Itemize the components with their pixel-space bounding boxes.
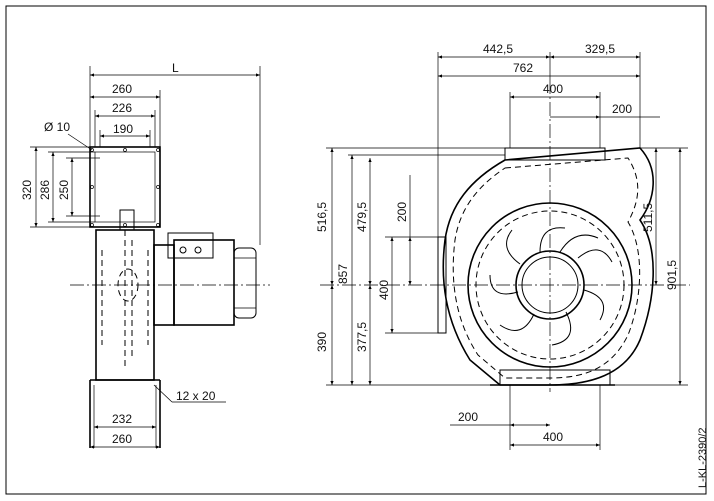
- foot-holes-label: 12 x 20: [176, 389, 216, 403]
- dim-outlet-200: 200: [612, 102, 632, 116]
- drawing-frame: [5, 5, 707, 495]
- dim-762: 762: [513, 61, 533, 75]
- front-view: 442,5 329,5 762 400 200 516,5 390 857 47…: [315, 42, 690, 450]
- dim-516-5: 516,5: [315, 202, 329, 232]
- dim-260-top: 260: [112, 82, 132, 96]
- dim-190: 190: [113, 122, 133, 136]
- dim-390: 390: [315, 332, 329, 352]
- dim-857: 857: [336, 264, 350, 284]
- dim-442-5: 442,5: [483, 42, 513, 56]
- dim-377-5: 377,5: [355, 322, 369, 352]
- dim-L: L: [172, 61, 179, 75]
- dim-hole-diameter: Ø 10: [44, 120, 70, 134]
- dim-250: 250: [57, 180, 71, 200]
- dim-511-5: 511,5: [641, 203, 655, 232]
- dim-479-5: 479,5: [355, 202, 369, 232]
- dim-226: 226: [112, 101, 132, 115]
- dim-200-vert: 200: [395, 202, 409, 222]
- dim-base-260: 260: [112, 432, 132, 446]
- dim-400-vert: 400: [377, 280, 391, 300]
- dim-901-5: 901,5: [665, 260, 679, 290]
- dim-base-232: 232: [112, 412, 132, 426]
- dim-320: 320: [20, 180, 34, 200]
- dim-base-200: 200: [458, 410, 478, 424]
- drawing-number: L-KL-2390/2: [697, 427, 709, 488]
- dim-329-5: 329,5: [585, 42, 615, 56]
- dim-286: 286: [38, 180, 52, 200]
- dim-outlet-400: 400: [543, 82, 563, 96]
- dim-base-400: 400: [543, 430, 563, 444]
- side-view: L 260 226 190 Ø 10 320 286 250: [20, 61, 270, 449]
